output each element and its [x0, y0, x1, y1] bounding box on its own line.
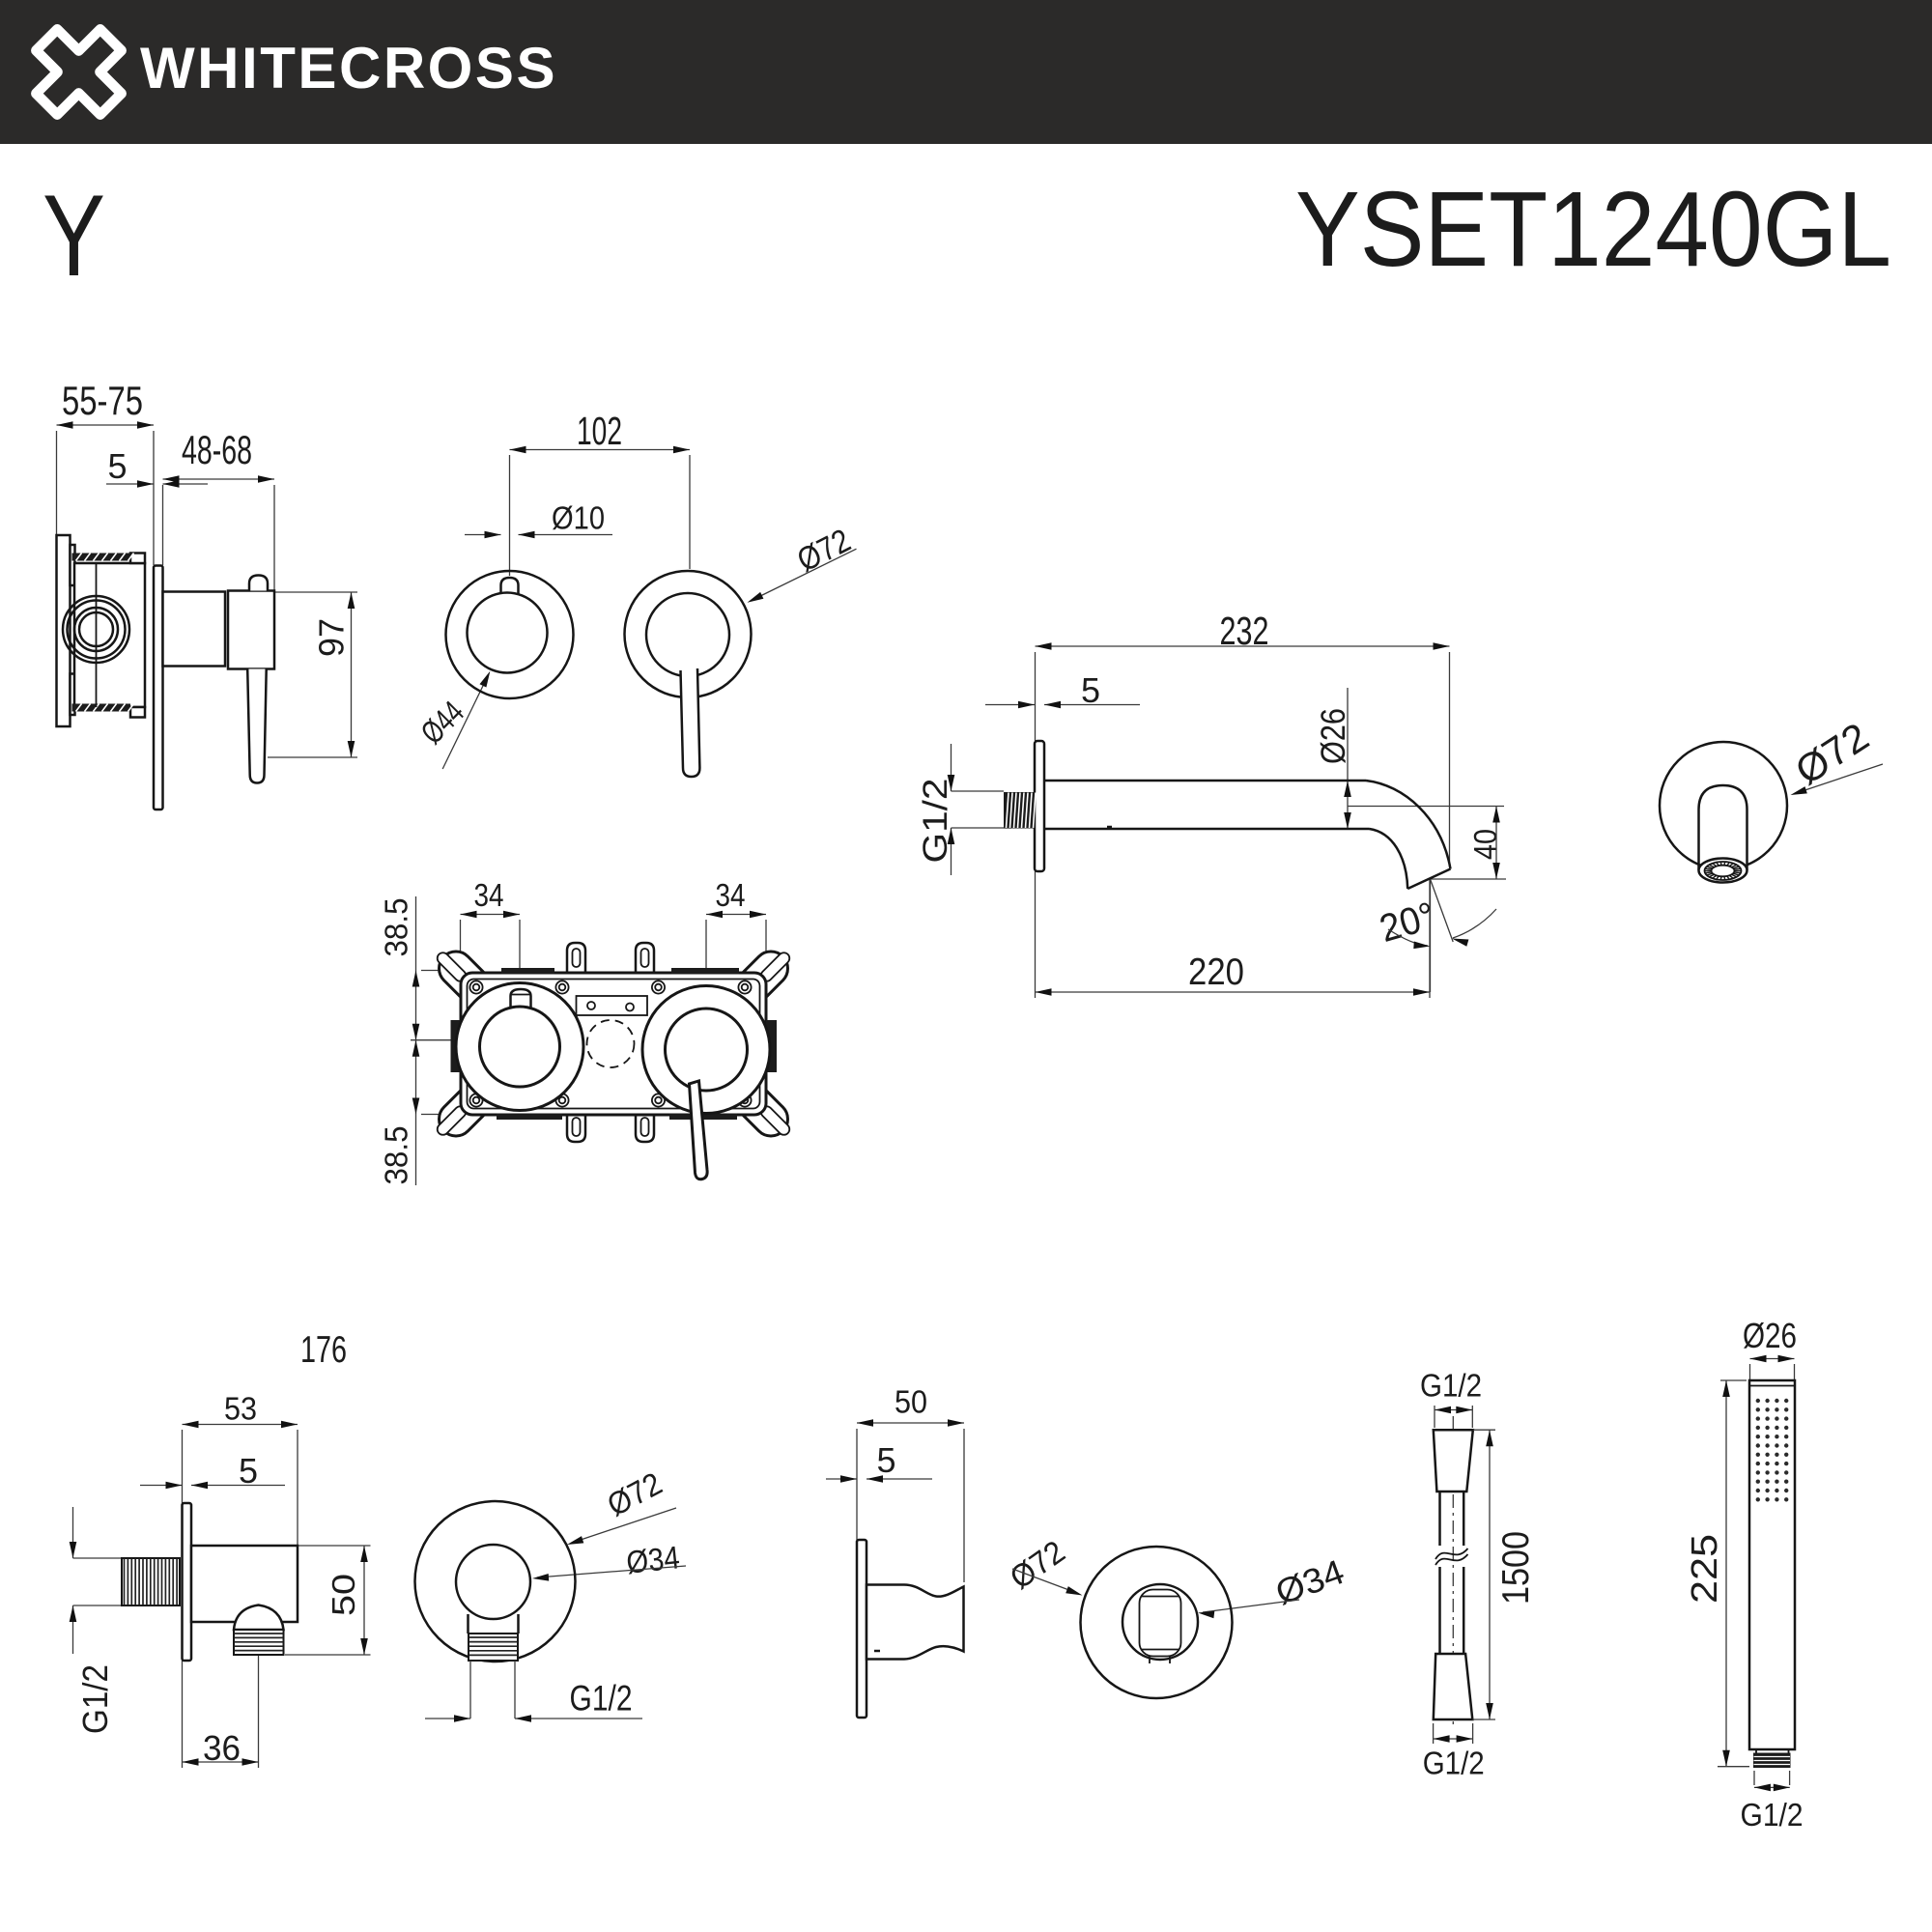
svg-text:Ø34: Ø34	[625, 1539, 682, 1580]
svg-text:1500: 1500	[1495, 1531, 1537, 1605]
svg-text:G1/2: G1/2	[917, 779, 954, 864]
svg-text:G1/2: G1/2	[570, 1678, 633, 1718]
svg-text:55-75: 55-75	[62, 378, 143, 423]
svg-text:38.5: 38.5	[379, 1126, 414, 1185]
svg-text:5: 5	[1081, 670, 1100, 710]
svg-text:34: 34	[474, 877, 504, 913]
svg-text:38.5: 38.5	[379, 898, 414, 957]
svg-text:225: 225	[1685, 1534, 1725, 1604]
svg-text:97: 97	[312, 618, 352, 657]
svg-text:50: 50	[895, 1384, 927, 1420]
svg-text:G1/2: G1/2	[1741, 1798, 1804, 1833]
svg-text:220: 220	[1188, 952, 1244, 993]
svg-text:48-68: 48-68	[182, 427, 252, 472]
svg-text:50: 50	[326, 1574, 361, 1616]
svg-text:5: 5	[239, 1451, 258, 1491]
svg-text:G1/2: G1/2	[75, 1664, 115, 1734]
svg-text:WHITECROSS: WHITECROSS	[140, 36, 557, 100]
svg-text:G1/2: G1/2	[1420, 1368, 1482, 1404]
svg-text:G1/2: G1/2	[1423, 1746, 1485, 1781]
svg-text:53: 53	[224, 1391, 257, 1427]
svg-text:176: 176	[300, 1329, 347, 1371]
svg-text:34: 34	[716, 877, 746, 913]
svg-text:Y: Y	[43, 171, 105, 300]
svg-text:Ø26: Ø26	[1315, 708, 1352, 764]
svg-text:102: 102	[577, 409, 622, 453]
svg-text:5: 5	[876, 1440, 895, 1480]
svg-text:36: 36	[203, 1728, 241, 1768]
svg-text:Ø10: Ø10	[552, 500, 605, 536]
svg-text:40: 40	[1467, 829, 1503, 860]
svg-text:Ø26: Ø26	[1743, 1316, 1797, 1355]
svg-text:YSET1240GL: YSET1240GL	[1295, 170, 1891, 289]
svg-text:5: 5	[107, 446, 127, 486]
